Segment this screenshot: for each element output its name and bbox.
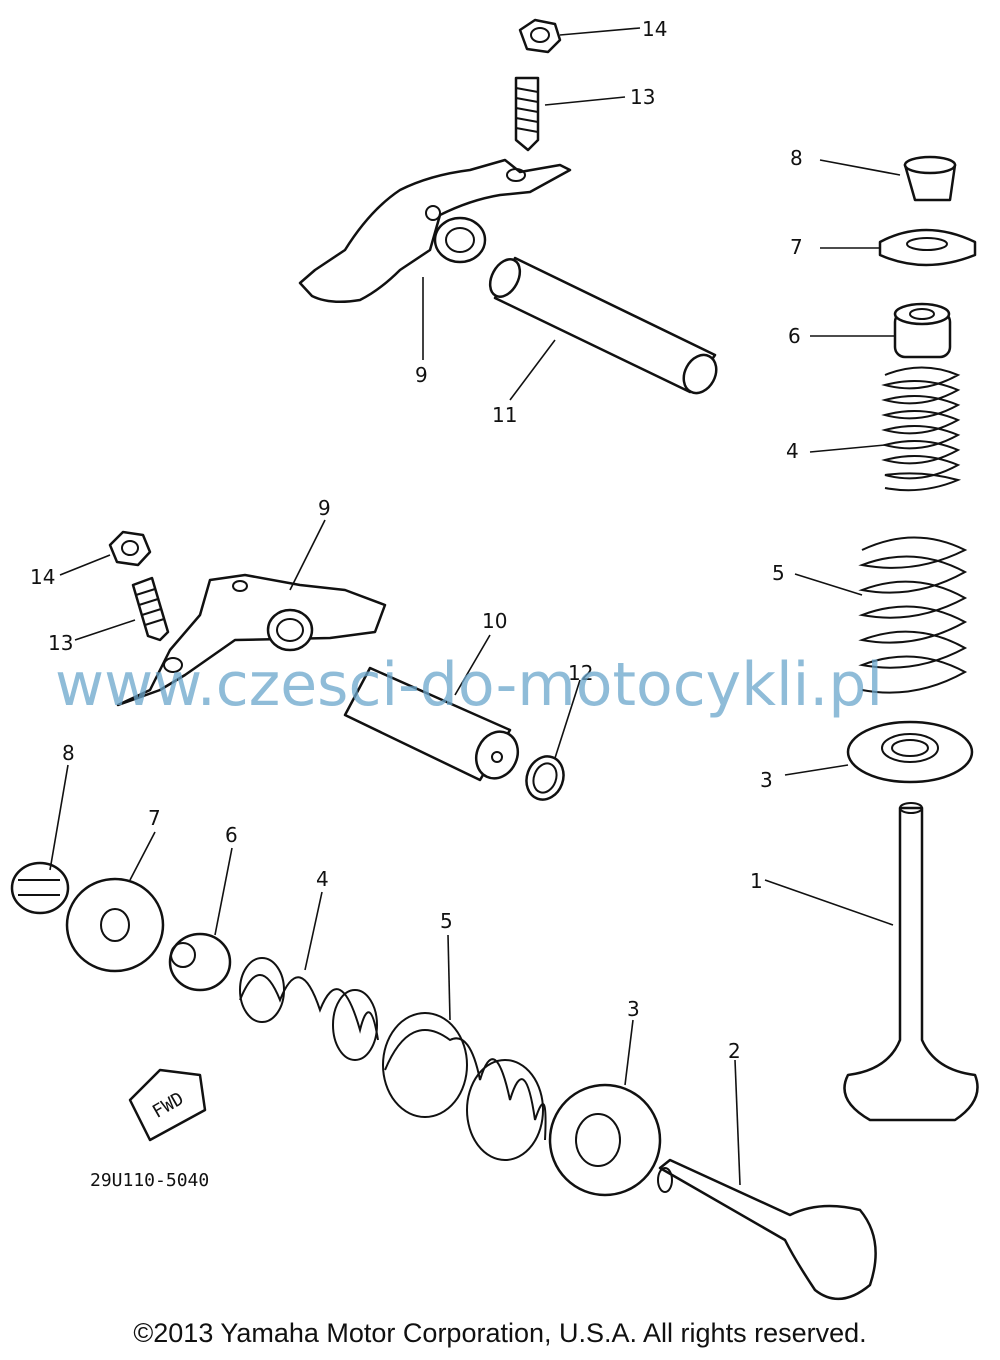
bottom-spring-retainer	[65, 877, 165, 973]
watermark: www.czesci-do-motocykli.pl	[55, 650, 883, 720]
right-valve-seal	[893, 302, 952, 359]
callout-top-adjusting-screw: 13	[630, 85, 655, 109]
top-rocker-shaft	[488, 256, 718, 395]
callout-bottom-spring-seat: 3	[627, 997, 640, 1021]
bottom-valve	[657, 1158, 877, 1301]
callout-labels: 14 13 9 11 8 7 6 4 5 3 1 9 14 13 10 12 8…	[30, 17, 803, 1063]
callout-right-inner-spring: 4	[786, 439, 799, 463]
callout-top-rocker-arm: 9	[415, 363, 428, 387]
bottom-valve-cotter	[10, 861, 70, 915]
fwd-arrow: FWD	[128, 1068, 207, 1142]
mid-adjusting-screw	[131, 576, 170, 642]
mid-locknut	[108, 530, 152, 567]
bottom-valve-seal	[168, 932, 232, 992]
bottom-spring-seat	[548, 1083, 662, 1197]
callout-bottom-inner-spring: 4	[316, 867, 329, 891]
callout-right-valve-cotter: 8	[790, 146, 803, 170]
callout-right-spring-seat: 3	[760, 768, 773, 792]
bottom-outer-spring	[382, 1012, 547, 1161]
callout-bottom-valve-cotter: 8	[62, 741, 75, 765]
right-outer-spring	[858, 536, 968, 694]
bottom-inner-spring	[239, 957, 379, 1061]
right-valve-cotter	[903, 155, 957, 202]
callout-bottom-outer-spring: 5	[440, 909, 453, 933]
callout-top-rocker-shaft: 11	[492, 403, 517, 427]
drawing-code: 29U110-5040	[90, 1170, 209, 1191]
mid-rocker-shaft	[343, 666, 520, 782]
top-locknut	[518, 18, 562, 54]
top-rocker-arm	[298, 158, 572, 304]
callout-mid-adjusting-screw: 13	[48, 631, 73, 655]
copyright-notice: ©2013 Yamaha Motor Corporation, U.S.A. A…	[133, 1318, 867, 1348]
callout-bottom-valve: 2	[728, 1039, 741, 1063]
callout-mid-rocker-arm: 9	[318, 496, 331, 520]
right-inner-spring	[881, 366, 962, 492]
callout-right-outer-spring: 5	[772, 561, 785, 585]
callout-right-valve: 1	[750, 869, 763, 893]
top-adjusting-screw	[514, 76, 540, 152]
callout-right-spring-retainer: 7	[790, 235, 803, 259]
leader-lines	[49, 27, 901, 1186]
mid-rocker-arm	[116, 573, 387, 707]
callout-bottom-spring-retainer: 7	[148, 806, 161, 830]
callout-mid-locknut: 14	[30, 565, 55, 589]
mid-o-ring	[525, 755, 565, 801]
right-spring-retainer	[878, 228, 977, 267]
callout-right-valve-seal: 6	[788, 324, 801, 348]
right-valve	[843, 802, 979, 1122]
callout-bottom-valve-seal: 6	[225, 823, 238, 847]
callout-mid-o-ring: 12	[568, 661, 593, 685]
callout-mid-rocker-shaft: 10	[482, 609, 507, 633]
callout-top-locknut: 14	[642, 17, 667, 41]
right-spring-seat	[846, 720, 974, 784]
